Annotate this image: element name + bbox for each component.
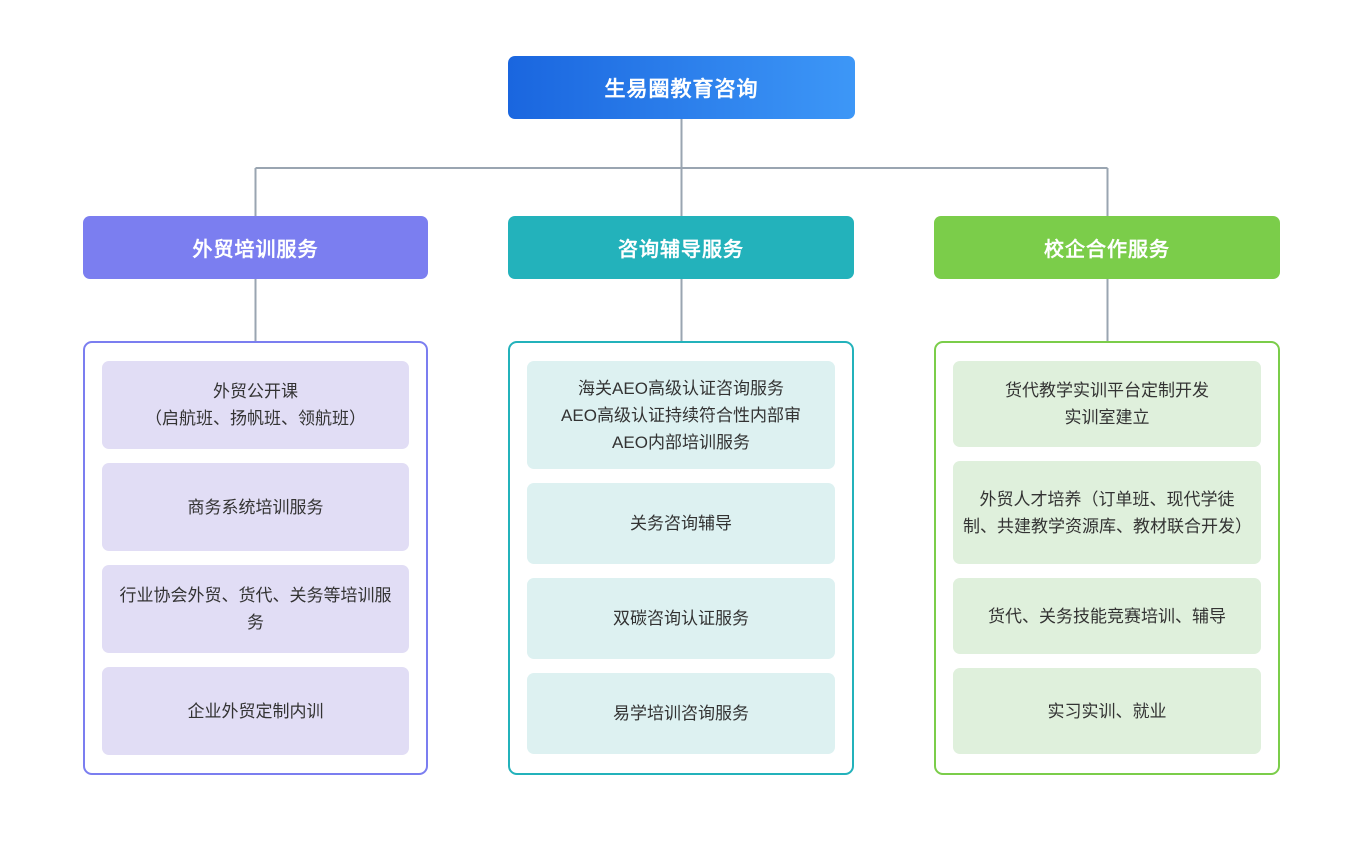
leaf-card-label: 外贸人才培养（订单班、现代学徒制、共建教学资源库、教材联合开发） [963,489,1252,536]
leaf-card[interactable]: 实习实训、就业 [953,668,1261,754]
leaf-card-label: 货代、关务技能竞赛培训、辅导 [988,606,1226,626]
leaf-card[interactable]: 企业外贸定制内训 [102,667,409,755]
leaf-card[interactable]: 易学培训咨询服务 [527,673,835,754]
leaf-card-label: 海关AEO高级认证咨询服务 AEO高级认证持续符合性内部审 AEO内部培训服务 [561,378,801,452]
leaf-card[interactable]: 商务系统培训服务 [102,463,409,551]
branch-header-label: 校企合作服务 [1044,239,1170,261]
branch-header-outbound-training[interactable]: 外贸培训服务 [83,216,428,279]
root-node[interactable]: 生易圈教育咨询 [508,56,855,119]
leaf-card-label: 实习实训、就业 [1047,701,1167,721]
leaf-card-label: 行业协会外贸、货代、关务等培训服务 [119,586,392,632]
branch-header-label: 咨询辅导服务 [618,239,744,261]
leaf-card[interactable]: 双碳咨询认证服务 [527,578,835,659]
leaf-card-label: 外贸公开课 （启航班、扬帆班、领航班） [145,382,366,428]
leaf-card-label: 易学培训咨询服务 [613,704,749,723]
leaf-card[interactable]: 外贸公开课 （启航班、扬帆班、领航班） [102,361,409,449]
branch-header-label: 外贸培训服务 [192,239,319,261]
leaf-card[interactable]: 海关AEO高级认证咨询服务 AEO高级认证持续符合性内部审 AEO内部培训服务 [527,361,835,469]
leaf-card[interactable]: 货代教学实训平台定制开发 实训室建立 [953,361,1261,447]
leaf-card[interactable]: 外贸人才培养（订单班、现代学徒制、共建教学资源库、教材联合开发） [953,461,1261,564]
branch-header-consulting[interactable]: 咨询辅导服务 [508,216,854,279]
branch-container-outbound-training: 外贸公开课 （启航班、扬帆班、领航班） 商务系统培训服务行业协会外贸、货代、关务等… [83,341,428,775]
leaf-card-label: 企业外贸定制内训 [187,701,324,721]
leaf-card-label: 关务咨询辅导 [630,514,732,533]
branch-header-school-enterprise[interactable]: 校企合作服务 [934,216,1280,279]
branch-container-school-enterprise: 货代教学实训平台定制开发 实训室建立外贸人才培养（订单班、现代学徒制、共建教学资… [934,341,1280,775]
root-node-label: 生易圈教育咨询 [604,77,759,101]
leaf-card[interactable]: 关务咨询辅导 [527,483,835,564]
leaf-card-label: 货代教学实训平台定制开发 实训室建立 [1005,381,1209,427]
leaf-card[interactable]: 行业协会外贸、货代、关务等培训服务 [102,565,409,653]
leaf-card[interactable]: 货代、关务技能竞赛培训、辅导 [953,578,1261,654]
leaf-card-label: 双碳咨询认证服务 [613,609,749,628]
leaf-card-label: 商务系统培训服务 [187,497,324,517]
branch-container-consulting: 海关AEO高级认证咨询服务 AEO高级认证持续符合性内部审 AEO内部培训服务关… [508,341,854,775]
